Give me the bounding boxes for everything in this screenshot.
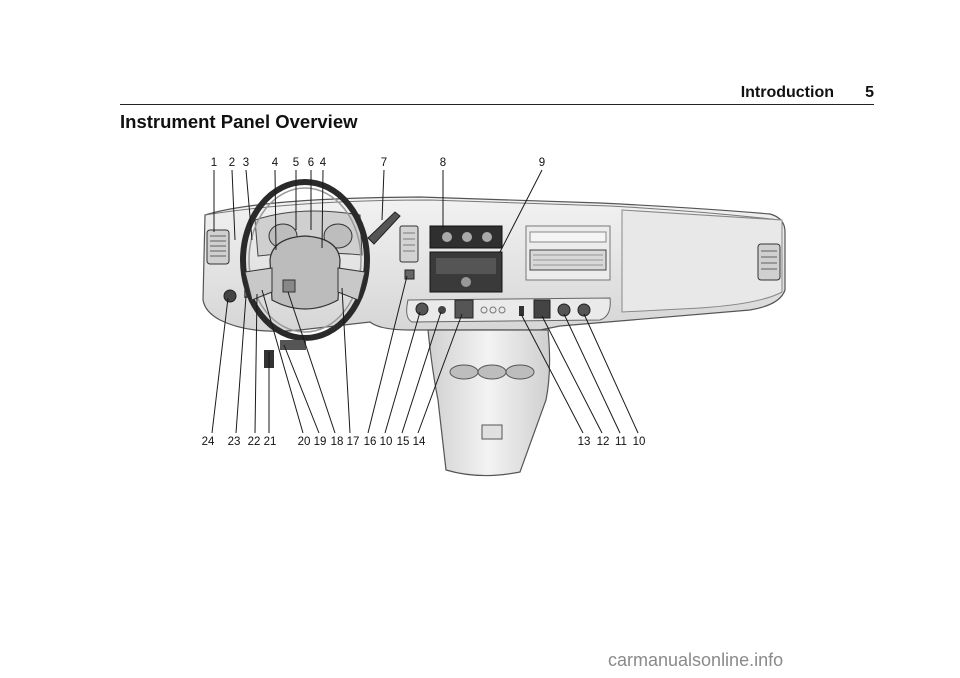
console-latch	[481, 424, 503, 440]
climate-knob-1	[442, 232, 452, 242]
callout-5: 5	[293, 157, 299, 169]
callout-6: 6	[308, 157, 314, 169]
callout-7: 7	[381, 157, 387, 169]
wiper-stalk	[367, 211, 401, 245]
glove-box	[621, 209, 783, 313]
gauge-right	[323, 223, 353, 249]
climate-knob-3	[482, 232, 492, 242]
callout-19: 19	[314, 436, 327, 448]
callout-16: 16	[364, 436, 377, 448]
right-air-vent	[757, 243, 781, 281]
horn-pad	[282, 279, 296, 293]
callout-24: 24	[202, 436, 215, 448]
power-outlet-11	[557, 303, 571, 317]
callout-11: 11	[615, 436, 627, 448]
callout-23: 23	[228, 436, 241, 448]
page-number: 5	[865, 84, 874, 101]
cupholders	[449, 364, 535, 380]
callout-10a: 10	[380, 436, 393, 448]
power-outlet-mid	[438, 306, 446, 314]
callout-3: 3	[243, 157, 249, 169]
callout-8: 8	[440, 157, 446, 169]
callout-15: 15	[397, 436, 410, 448]
hazard-switch	[404, 269, 415, 280]
center-storage-lip	[529, 231, 607, 243]
callout-4b: 4	[320, 157, 327, 169]
callout-2: 2	[229, 157, 235, 169]
parking-brake-pedal	[280, 340, 306, 350]
section-title: Introduction	[740, 84, 834, 101]
callout-17: 17	[347, 436, 360, 448]
page-title: Instrument Panel Overview	[120, 111, 358, 132]
left-air-vent	[206, 229, 230, 265]
callout-20: 20	[298, 436, 311, 448]
callout-10b: 10	[633, 436, 646, 448]
callout-9: 9	[539, 157, 545, 169]
switch-12	[533, 299, 551, 319]
steering-spoke-right	[337, 267, 366, 301]
center-console	[427, 329, 551, 477]
callout-21: 21	[264, 436, 277, 448]
callout-22: 22	[248, 436, 261, 448]
power-outlet-10	[577, 303, 591, 317]
watermark: carmanualsonline.info	[608, 650, 784, 670]
callout-4a: 4	[272, 157, 279, 169]
audio-knob	[461, 277, 471, 287]
callout-14: 14	[413, 436, 426, 448]
steering-wheel-rim-inner	[248, 187, 362, 333]
steering-wheel-rim	[240, 179, 370, 341]
callout-13: 13	[578, 436, 591, 448]
callout-18: 18	[331, 436, 344, 448]
climate-knob-2	[462, 232, 472, 242]
page-header: Introduction 5	[120, 82, 874, 105]
dashboard-top-lip	[204, 199, 781, 221]
callout-12: 12	[597, 436, 610, 448]
switch-13	[519, 306, 524, 316]
center-left-vent	[399, 225, 419, 263]
audio-display	[436, 258, 496, 274]
steering-wheel-hub	[269, 235, 341, 310]
steering-spoke-left	[244, 267, 273, 301]
trailer-brake-control	[454, 299, 474, 319]
power-outlet-left	[415, 302, 429, 316]
headlamp-knob	[223, 289, 237, 303]
callout-1: 1	[211, 157, 217, 169]
